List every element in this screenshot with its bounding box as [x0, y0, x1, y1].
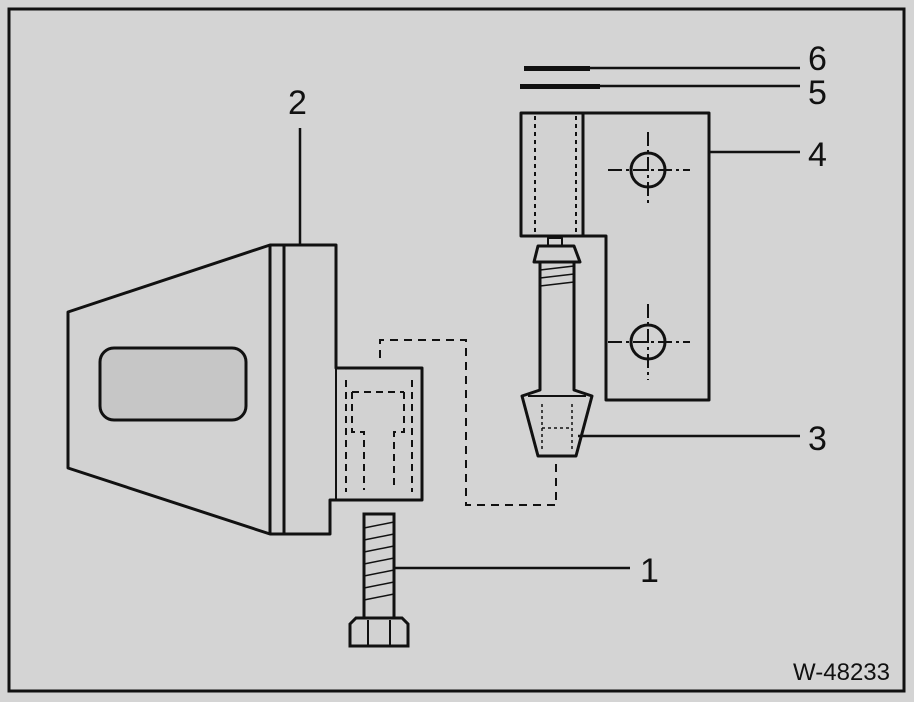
callout-4: 4 — [808, 136, 827, 174]
callout-1: 1 — [640, 552, 659, 590]
part-3-stud — [520, 237, 594, 458]
housing-counterbore-hidden — [345, 380, 413, 492]
figure-code: W-48233 — [793, 659, 890, 686]
phantom-outline — [379, 339, 557, 506]
stud-slot — [547, 237, 563, 246]
bolt-shank — [362, 512, 396, 622]
bolt-hex-head — [348, 616, 410, 648]
callout-6: 6 — [808, 40, 827, 78]
part-2-housing — [66, 243, 424, 536]
stud-thread-top — [539, 265, 575, 287]
part-1-bolt — [348, 512, 410, 648]
bolt-thread — [363, 521, 395, 601]
callout-3: 3 — [808, 420, 827, 458]
part-6-shim — [524, 66, 590, 71]
leader-lines — [298, 66, 800, 570]
plate-outline — [519, 111, 711, 402]
plate-hole-upper — [608, 132, 690, 206]
housing-window — [98, 346, 248, 422]
part-4-plate — [519, 111, 711, 402]
part-5-shim — [520, 84, 600, 89]
plate-slot-hidden — [534, 116, 577, 234]
plate-hole-lower — [608, 304, 690, 380]
callout-5: 5 — [808, 74, 827, 112]
stud-top-cap — [532, 244, 582, 264]
stud-thread-bottom — [541, 404, 573, 452]
diagram-frame — [7, 7, 906, 693]
callout-2: 2 — [288, 84, 307, 122]
stud-body — [520, 260, 594, 458]
